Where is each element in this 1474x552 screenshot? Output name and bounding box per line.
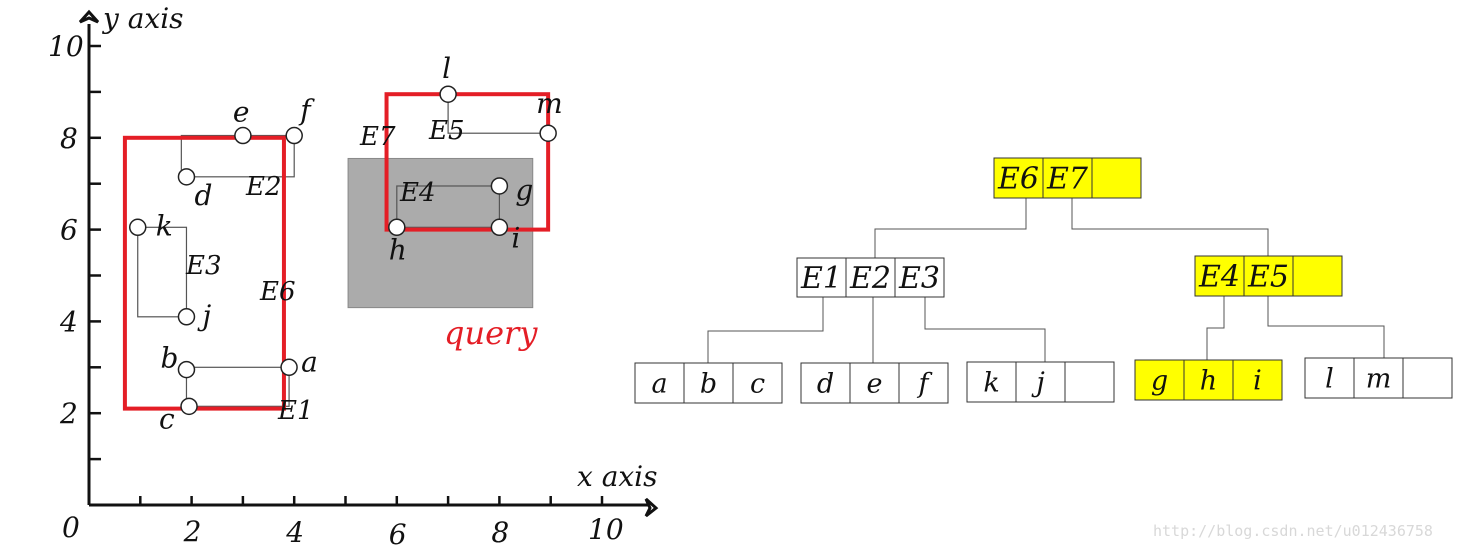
y-tick-label: 4 xyxy=(59,305,78,338)
x-axis-label: x axis xyxy=(577,460,658,493)
node-entry: g xyxy=(1151,365,1168,396)
tree-edge xyxy=(924,297,1046,362)
point-label-k: k xyxy=(156,209,173,242)
point-f xyxy=(285,126,303,145)
point-e xyxy=(234,126,252,145)
origin-label: 0 xyxy=(62,511,80,544)
node-entry: l xyxy=(1325,363,1334,394)
point-c xyxy=(180,397,198,416)
mbr-label-e2: E2 xyxy=(245,172,282,202)
leaf-node-1: a b c xyxy=(634,362,783,404)
point-label-i: i xyxy=(511,221,520,254)
tree-edge xyxy=(1206,296,1225,360)
mbr-e1 xyxy=(185,366,290,407)
x-tick-label: 2 xyxy=(183,515,202,548)
x-axis-arrow-icon xyxy=(644,497,659,518)
coordinate-plane: 2 4 6 8 10 2 4 6 8 10 y axis x axis 0 query E1 E2… xyxy=(48,2,659,551)
point-label-e: e xyxy=(233,96,250,129)
axis-ticks: 2 4 6 8 10 2 4 6 8 10 xyxy=(48,30,624,551)
watermark-text: http://blog.csdn.net/u012436758 xyxy=(1153,522,1433,540)
point-j xyxy=(177,308,196,326)
point-label-j: j xyxy=(196,299,211,332)
point-label-m: m xyxy=(536,87,563,120)
node-entry: E3 xyxy=(898,261,940,296)
mbr-label-e6: E6 xyxy=(259,277,296,307)
leaf-node-4: g h i xyxy=(1134,359,1283,401)
point-label-h: h xyxy=(389,233,407,266)
node-entry: e xyxy=(867,368,883,399)
mbr-label-e7: E7 xyxy=(359,122,396,152)
mbr-layer xyxy=(122,92,551,411)
point-label-l: l xyxy=(442,52,451,85)
node-entry: E6 xyxy=(997,162,1039,197)
y-tick-label: 6 xyxy=(60,214,78,247)
tree-edge xyxy=(707,297,824,363)
point-label-c: c xyxy=(159,402,175,435)
x-tick-label: 8 xyxy=(491,516,509,549)
point-d xyxy=(177,168,196,186)
y-tick-label: 10 xyxy=(48,30,84,63)
mbr-label-e5: E5 xyxy=(428,116,465,146)
point-l xyxy=(439,85,457,103)
y-axis-arrow-icon xyxy=(78,9,100,24)
point-layer: a bc d e f g h i j k l m xyxy=(128,52,563,435)
mbr-e4 xyxy=(396,185,500,228)
node-entry: d xyxy=(817,368,834,399)
node-entry: E2 xyxy=(849,261,891,296)
point-m xyxy=(539,124,557,142)
node-entry: k xyxy=(983,367,999,398)
y-tick-label: 8 xyxy=(60,122,78,155)
mbr-label-e1: E1 xyxy=(277,396,314,426)
node-entry: c xyxy=(750,368,765,399)
mbr-label-e3: E3 xyxy=(185,251,222,281)
x-tick-label: 4 xyxy=(285,516,304,549)
node-entry: b xyxy=(700,368,717,399)
y-tick-label: 2 xyxy=(59,397,78,430)
mbr-e6 xyxy=(122,135,286,411)
node-entry: m xyxy=(1366,363,1392,394)
x-tick-label: 6 xyxy=(389,518,407,551)
point-label-a: a xyxy=(301,345,318,378)
tree-edge xyxy=(874,198,1027,258)
query-label: query xyxy=(444,314,538,352)
point-label-b: b xyxy=(160,342,178,375)
mbr-e7 xyxy=(384,92,551,232)
y-axis-label: y axis xyxy=(101,2,184,35)
point-label-g: g xyxy=(515,174,533,207)
node-entry: h xyxy=(1200,365,1217,396)
node-entry: a xyxy=(651,368,667,399)
point-h xyxy=(388,218,406,237)
node-entry: E5 xyxy=(1247,260,1289,295)
point-b xyxy=(177,360,196,379)
node-entry: i xyxy=(1253,365,1262,396)
node-entry: E7 xyxy=(1046,162,1089,197)
node-entry: E1 xyxy=(800,261,842,296)
tree-edge xyxy=(1267,296,1385,358)
point-i xyxy=(490,218,509,237)
point-a xyxy=(280,358,298,377)
point-label-d: d xyxy=(194,179,212,212)
tree-edge xyxy=(1071,198,1269,256)
mbr-label-e4: E4 xyxy=(399,178,436,208)
x-tick-label: 10 xyxy=(588,513,624,546)
point-g xyxy=(490,177,509,195)
node-entry: E4 xyxy=(1198,260,1240,295)
point-k xyxy=(128,218,147,237)
point-label-f: f xyxy=(298,94,315,127)
mbr-e3 xyxy=(137,226,188,318)
